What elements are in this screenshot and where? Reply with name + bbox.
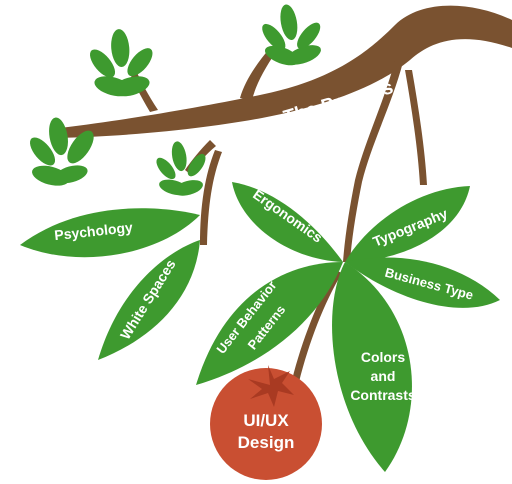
label-fruit-line2: Design [238,433,295,452]
label-colors-line1: Colors [361,349,406,365]
tree-branches [55,5,512,382]
leaf-cluster-top-left [89,29,153,97]
leaf-colors [332,262,412,472]
leaf-user-behavior [196,262,343,385]
fruit-calyx-icon [248,365,294,407]
leaf-ergonomics [232,182,343,262]
leaf-cluster-small [156,141,206,196]
upper-twig [240,48,276,100]
right-twig [405,70,427,185]
leaf-psychology [20,208,200,258]
leaf-cluster-top-right [262,4,321,66]
top-leaf-clusters [29,4,321,196]
label-fruit-line1: UI/UX [243,411,289,430]
center-branch [343,60,403,262]
fruit-body [210,368,322,480]
main-branch [55,5,512,138]
leaf-white-spaces [98,240,200,360]
fruit-stem [292,270,342,382]
left-branch [200,150,222,245]
leaf-typography [345,186,470,262]
leaf-cluster-left [29,117,94,186]
label-colors-line2: and [371,368,396,384]
labelled-leaves [20,182,500,472]
leaf-business-type [345,257,500,308]
label-colors-line3: Contrasts [350,387,416,403]
fruit-node [210,365,322,480]
